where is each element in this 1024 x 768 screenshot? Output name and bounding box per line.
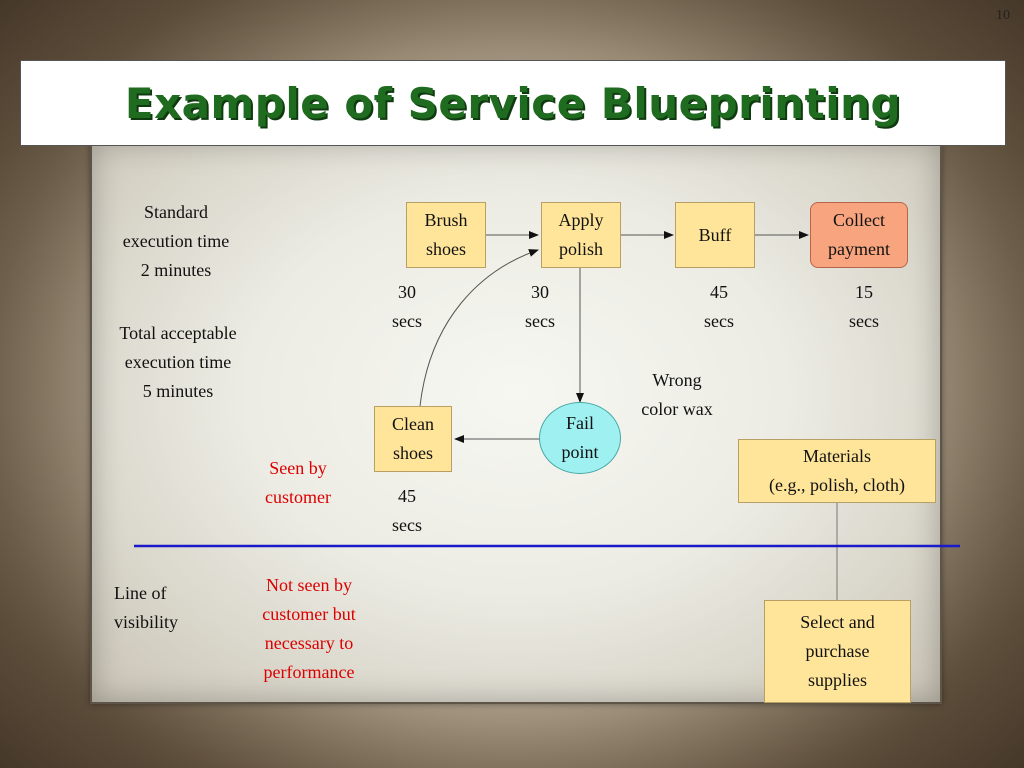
slide-title: Example of Service Blueprinting [124, 78, 902, 128]
node-select-purchase-supplies: Select and purchase supplies [764, 600, 911, 703]
standard-time-note: Standard execution time 2 minutes [122, 202, 230, 280]
time-clean: 45 secs [392, 486, 422, 535]
time-buff: 45 secs [704, 282, 734, 331]
node-clean-shoes: Clean shoes [374, 406, 452, 472]
node-buff: Buff [675, 202, 755, 268]
node-brush-shoes: Brush shoes [406, 202, 486, 268]
arrow-clean-to-apply [419, 249, 539, 407]
not-seen-by-customer-label: Not seen by customer but necessary to pe… [262, 575, 356, 682]
time-brush: 30 secs [392, 282, 422, 331]
time-collect: 15 secs [849, 282, 879, 331]
node-apply-polish: Apply polish [541, 202, 621, 268]
title-box: Example of Service Blueprinting [20, 60, 1006, 146]
line-of-visibility-label: Line of visibility [114, 583, 179, 632]
node-collect-payment: Collect payment [810, 202, 908, 268]
total-time-note: Total acceptable execution time 5 minute… [119, 323, 237, 401]
time-apply: 30 secs [525, 282, 555, 331]
slide-number: 10 [996, 8, 1010, 23]
node-fail-point: Fail point [539, 402, 621, 474]
fail-note: Wrong color wax [641, 370, 713, 419]
node-materials: Materials (e.g., polish, cloth) [738, 439, 936, 503]
seen-by-customer-label: Seen by customer [265, 458, 331, 507]
